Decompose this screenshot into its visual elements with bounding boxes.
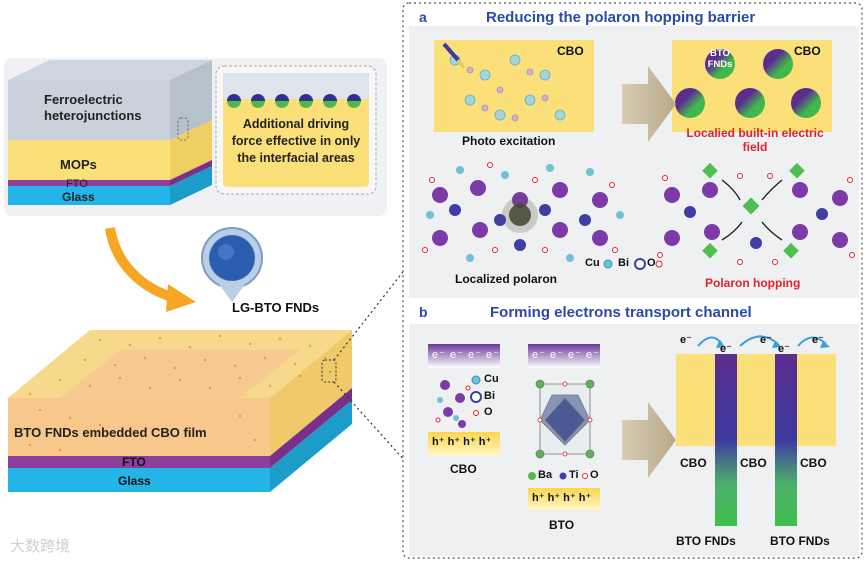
e-minus-4: e⁻: [778, 343, 790, 355]
panel-a-letter: a: [419, 9, 427, 25]
channel-cbo-2: CBO: [740, 456, 767, 470]
lg-bto-label: LG-BTO FNDs: [232, 300, 320, 315]
bto-legend-glyphs: [528, 472, 588, 480]
ferroelectric-label: Ferroelectric heterojunctions: [44, 92, 142, 123]
cbo-legend-o: O: [484, 406, 493, 418]
bto-rod-right: [775, 354, 797, 526]
bottom-stack-block: [8, 330, 352, 492]
panel-a-big-arrow: [622, 66, 676, 142]
watermark: 大数跨境: [10, 538, 71, 555]
panel-b-letter: b: [419, 304, 428, 320]
cbo-lattice-a: [422, 162, 624, 262]
cbo-lattice-hopping: [657, 162, 855, 265]
e-minus-1: e⁻: [680, 334, 692, 346]
e-minus-3: e⁻: [760, 334, 772, 346]
bto-legend-o: O: [590, 469, 599, 481]
channel-cbo-box: [676, 354, 836, 446]
channel-cbo-1: CBO: [680, 456, 707, 470]
panel-a-title: Reducing the polaron hopping barrier: [486, 9, 756, 26]
channel-bto-2: BTO FNDs: [770, 534, 830, 548]
glass-label-bottom: Glass: [118, 474, 151, 488]
zoom-marker: [321, 359, 337, 383]
legend-cu: Cu: [585, 257, 600, 269]
glass-label-top: Glass: [62, 190, 95, 204]
bto-h-band: [528, 488, 600, 510]
bto-legend-ba: Ba: [538, 469, 553, 481]
cbo-crystal-left: [449, 54, 566, 122]
cbo-legend-cu: Cu: [484, 373, 499, 385]
laser-icon: [442, 42, 466, 69]
bto-e-band: [528, 344, 600, 368]
channel-cbo-3: CBO: [800, 456, 827, 470]
panel-b-big-arrow: [622, 402, 676, 478]
film-label: BTO FNDs embedded CBO film: [14, 425, 207, 440]
photo-excitation-label: Photo excitation: [462, 134, 556, 148]
bto-electrons: e⁻ e⁻ e⁻ e⁻: [532, 349, 600, 361]
bto-b-label: BTO: [549, 518, 575, 532]
panel-a-cbo-left: CBO: [557, 44, 584, 58]
bto-fnds-disk-label: BTO FNDs: [707, 48, 733, 70]
legend-o: O: [647, 257, 656, 269]
bto-holes: h⁺ h⁺ h⁺ h⁺: [532, 492, 592, 504]
bto-crystal: [535, 379, 595, 459]
cbo-b-label: CBO: [450, 462, 477, 476]
bto-rod-left: [715, 354, 737, 526]
polaron-hopping-label: Polaron hopping: [705, 276, 801, 290]
bto-legend-ti: Ti: [569, 469, 579, 481]
cbo-electrons: e⁻ e⁻ e⁻ e⁻: [432, 349, 500, 361]
e-minus-2: e⁻: [720, 343, 732, 355]
polarized-disks: [675, 49, 821, 118]
interface-callout-text: Additional driving force effective in on…: [231, 117, 361, 165]
field-label: Localied built-in electric field: [686, 126, 824, 154]
interface-dots: [227, 94, 361, 108]
process-arrow: [105, 227, 177, 303]
cbo-legend-bi: Bi: [484, 390, 495, 402]
fto-label-bottom: FTO: [122, 455, 146, 469]
fnd-pin: [201, 227, 263, 302]
panel-a-cbo-right: CBO: [794, 44, 821, 58]
cbo-holes: h⁺ h⁺ h⁺ h⁺: [432, 436, 492, 448]
channel-bto-1: BTO FNDs: [676, 534, 736, 548]
fnd-speckles: [28, 334, 332, 452]
fto-label-top: FTO: [66, 178, 88, 190]
mops-label: MOPs: [60, 157, 97, 172]
panel-b-title: Forming electrons transport channel: [490, 304, 752, 321]
localized-polaron-label: Localized polaron: [455, 272, 558, 286]
legend-bi: Bi: [618, 257, 629, 269]
cbo-h-band: [428, 432, 500, 456]
cbo-crystal-b: [435, 375, 482, 428]
e-minus-5: e⁻: [812, 334, 824, 346]
cbo-e-band: [428, 344, 500, 368]
top-stack-block: [8, 60, 212, 205]
panel-a-legend-glyphs: [603, 258, 663, 270]
